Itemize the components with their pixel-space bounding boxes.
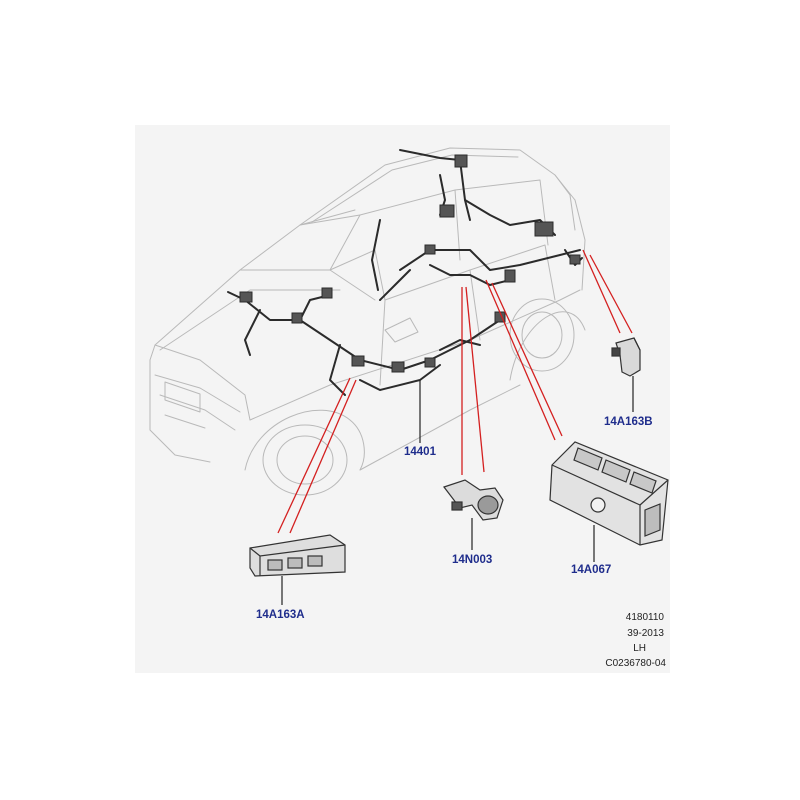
component-14a163b: [611, 337, 641, 377]
component-14a163a: [249, 534, 346, 577]
leader-lines-red: [277, 249, 633, 534]
harness-connectors: [239, 154, 581, 373]
info-line-3: LH: [633, 643, 646, 654]
callout-14a163a: 14A163A: [256, 609, 305, 621]
info-line-1: 4180110: [625, 612, 664, 623]
vehicle-outline: [149, 147, 586, 496]
leader-lines-black: [281, 376, 634, 605]
component-14n003: [443, 479, 504, 521]
info-line-2: 39-2013: [627, 628, 664, 639]
callout-14a067: 14A067: [571, 564, 612, 576]
callout-14401: 14401: [404, 446, 436, 458]
info-line-4: C0236780-04: [605, 658, 666, 669]
component-14a067: [549, 441, 669, 546]
wiring-harness: [227, 149, 583, 396]
callout-14a163b: 14A163B: [604, 416, 653, 428]
callout-14n003: 14N003: [452, 554, 493, 566]
diagram-panel: [135, 125, 670, 673]
